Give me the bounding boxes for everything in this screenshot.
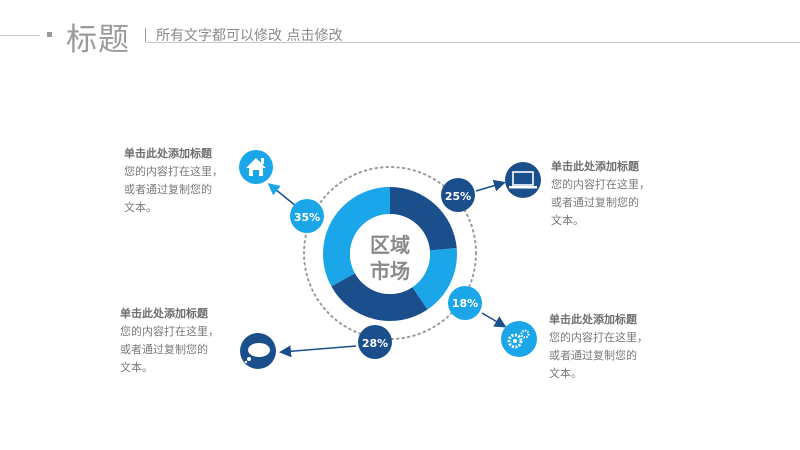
page-title[interactable]: 标题 bbox=[66, 22, 130, 58]
connector-bottom-right bbox=[481, 312, 507, 328]
block-title[interactable]: 单击此处添加标题 bbox=[551, 160, 639, 173]
connector-top-left bbox=[267, 183, 297, 207]
connector-bottom-left bbox=[279, 345, 357, 358]
donut-segment-28 bbox=[331, 273, 428, 321]
outer-dotted-ring bbox=[303, 166, 477, 340]
chat-bubble-icon bbox=[240, 333, 276, 369]
home-icon bbox=[239, 150, 273, 184]
title-separator bbox=[145, 28, 146, 42]
block-title[interactable]: 单击此处添加标题 bbox=[124, 147, 212, 160]
donut-segment-35 bbox=[322, 187, 390, 287]
text-block-top-left: 单击此处添加标题 您的内容打在这里， 或者通过复制您的 文本。 bbox=[124, 145, 264, 217]
badge-25-label: 25% bbox=[445, 190, 471, 203]
badge-35-circle bbox=[290, 199, 324, 233]
badge-28-circle bbox=[358, 325, 392, 359]
badge-35-label: 35% bbox=[294, 211, 320, 224]
laptop-icon bbox=[505, 162, 541, 198]
badge-18-circle bbox=[448, 286, 482, 320]
center-label-line1: 区域 bbox=[370, 233, 410, 257]
donut-segment-18 bbox=[412, 248, 458, 310]
block-body[interactable]: 您的内容打在这里， 或者通过复制您的 文本。 bbox=[551, 178, 650, 227]
donut-segment-25 bbox=[390, 187, 457, 251]
gears-icon bbox=[501, 321, 537, 357]
block-body[interactable]: 您的内容打在这里， 或者通过复制您的 文本。 bbox=[124, 165, 223, 214]
page-subtitle[interactable]: 所有文字都可以修改 点击修改 bbox=[156, 28, 343, 44]
text-block-top-right: 单击此处添加标题 您的内容打在这里， 或者通过复制您的 文本。 bbox=[551, 158, 691, 230]
donut-hole bbox=[350, 214, 430, 294]
text-block-bottom-right: 单击此处添加标题 您的内容打在这里， 或者通过复制您的 文本。 bbox=[549, 311, 689, 383]
connector-top-right bbox=[475, 179, 506, 192]
badge-25-circle bbox=[441, 178, 475, 212]
badge-18-label: 18% bbox=[452, 297, 478, 310]
center-label-line2: 市场 bbox=[370, 259, 410, 283]
header-rule-right bbox=[146, 42, 800, 43]
donut-chart bbox=[322, 187, 458, 321]
header-rule-left bbox=[0, 35, 40, 36]
block-title[interactable]: 单击此处添加标题 bbox=[120, 307, 208, 320]
text-block-bottom-left: 单击此处添加标题 您的内容打在这里， 或者通过复制您的 文本。 bbox=[120, 305, 260, 377]
block-body[interactable]: 您的内容打在这里， 或者通过复制您的 文本。 bbox=[549, 331, 648, 380]
block-title[interactable]: 单击此处添加标题 bbox=[549, 313, 637, 326]
badge-28-label: 28% bbox=[362, 337, 388, 350]
block-body[interactable]: 您的内容打在这里， 或者通过复制您的 文本。 bbox=[120, 325, 219, 374]
header-bullet bbox=[47, 32, 52, 37]
